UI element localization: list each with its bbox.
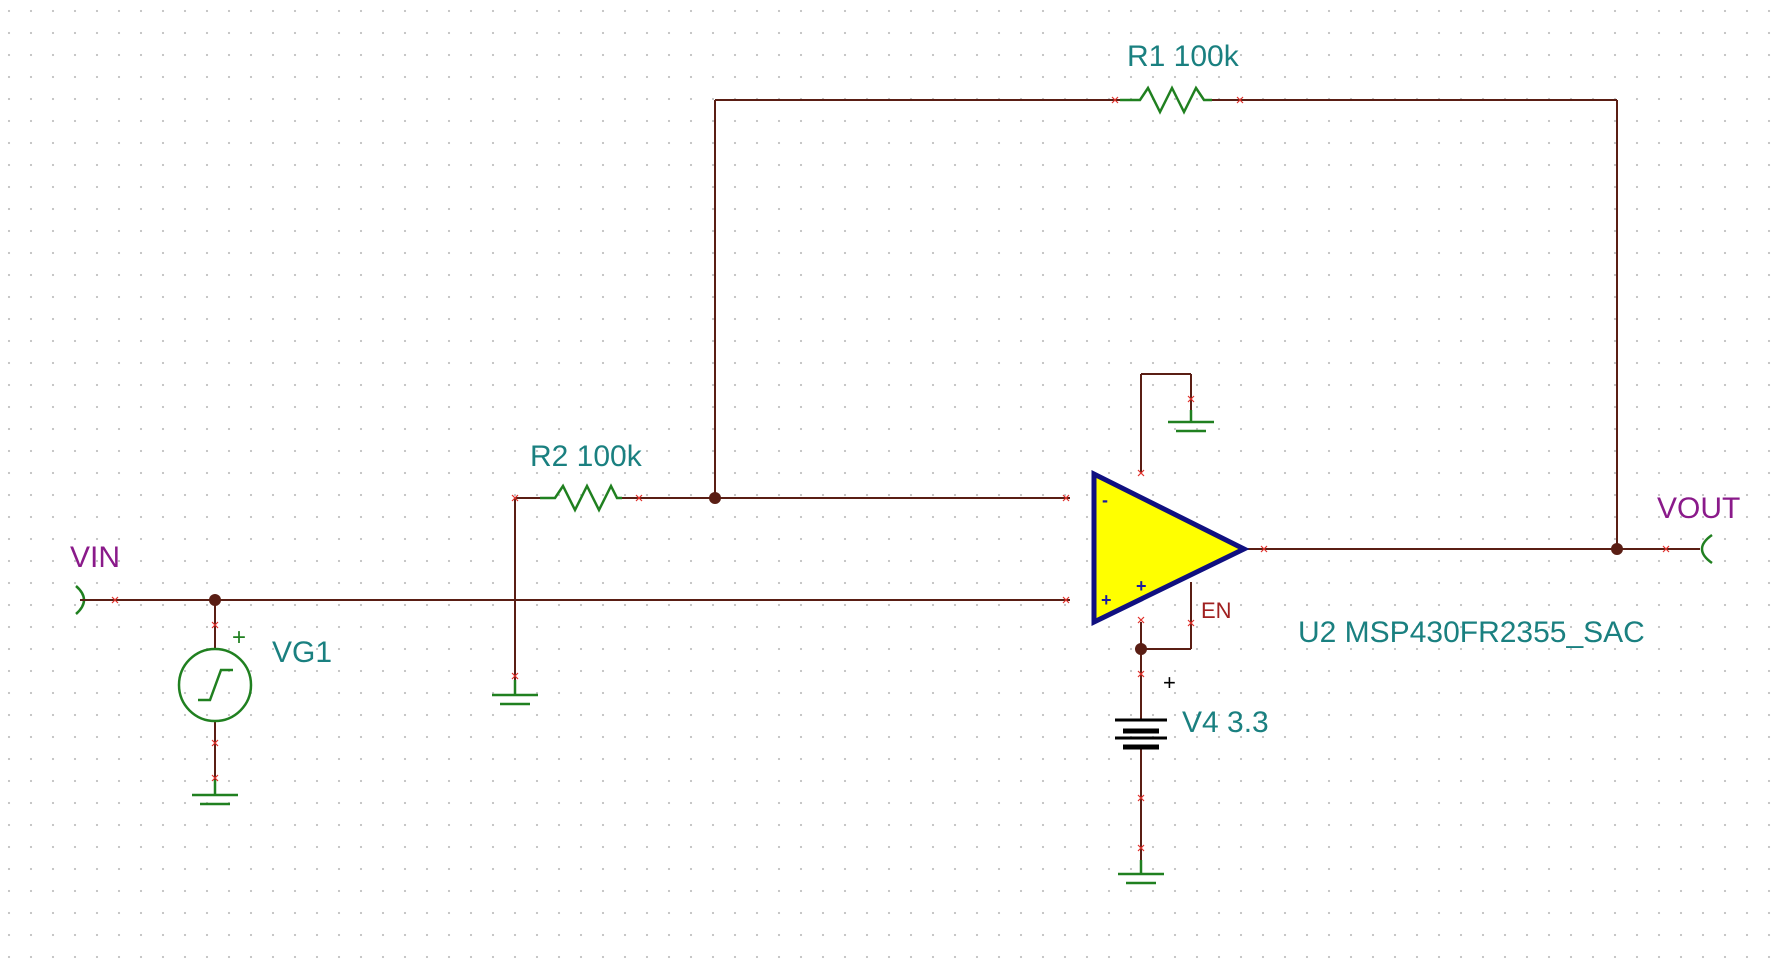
port-vout-icon: [1700, 533, 1713, 565]
junction-vin: [209, 594, 221, 606]
opamp-enable-label: EN: [1201, 598, 1232, 623]
battery-v4-polarity: +: [1163, 670, 1176, 695]
resistor-r1[interactable]: R1 100k: [1120, 40, 1240, 115]
resistor-r2-icon: [540, 483, 622, 513]
step-waveform-icon: [198, 668, 233, 702]
wires: [85, 99, 1700, 870]
junction-inverting: [709, 492, 721, 504]
junctions: [209, 492, 1623, 655]
source-vg1[interactable]: + VG1: [177, 624, 332, 723]
port-vin[interactable]: VIN: [70, 541, 120, 615]
source-vg1-icon: [177, 647, 253, 723]
battery-v4[interactable]: + V4 3.3: [1115, 670, 1269, 750]
opamp-u2[interactable]: - + + EN U2 MSP430FR2355_SAC: [1091, 469, 1645, 649]
port-vout[interactable]: VOUT: [1657, 492, 1740, 565]
junction-output: [1611, 543, 1623, 555]
ground-opamp-top: [1168, 410, 1214, 433]
opamp-inverting-sign: -: [1102, 490, 1108, 510]
ground-vg1: [192, 780, 238, 806]
resistor-r1-label: R1 100k: [1127, 40, 1240, 73]
opamp-supply-sign: +: [1136, 576, 1147, 596]
source-vg1-label: VG1: [272, 636, 332, 669]
ground-r2: [492, 680, 538, 706]
junction-supply: [1135, 643, 1147, 655]
resistor-r2-label: R2 100k: [530, 440, 643, 473]
pin-markers: [111, 96, 1670, 852]
resistor-r1-icon: [1120, 85, 1212, 115]
port-vin-label: VIN: [70, 541, 120, 574]
port-vout-label: VOUT: [1657, 492, 1740, 525]
opamp-u2-label: U2 MSP430FR2355_SAC: [1298, 616, 1645, 649]
ground-battery: [1118, 860, 1164, 885]
source-vg1-polarity: +: [232, 624, 246, 651]
resistor-r2[interactable]: R2 100k: [530, 440, 643, 513]
opamp-noninverting-sign: +: [1101, 590, 1112, 610]
opamp-triangle-icon: [1091, 469, 1250, 626]
battery-v4-label: V4 3.3: [1182, 706, 1269, 739]
